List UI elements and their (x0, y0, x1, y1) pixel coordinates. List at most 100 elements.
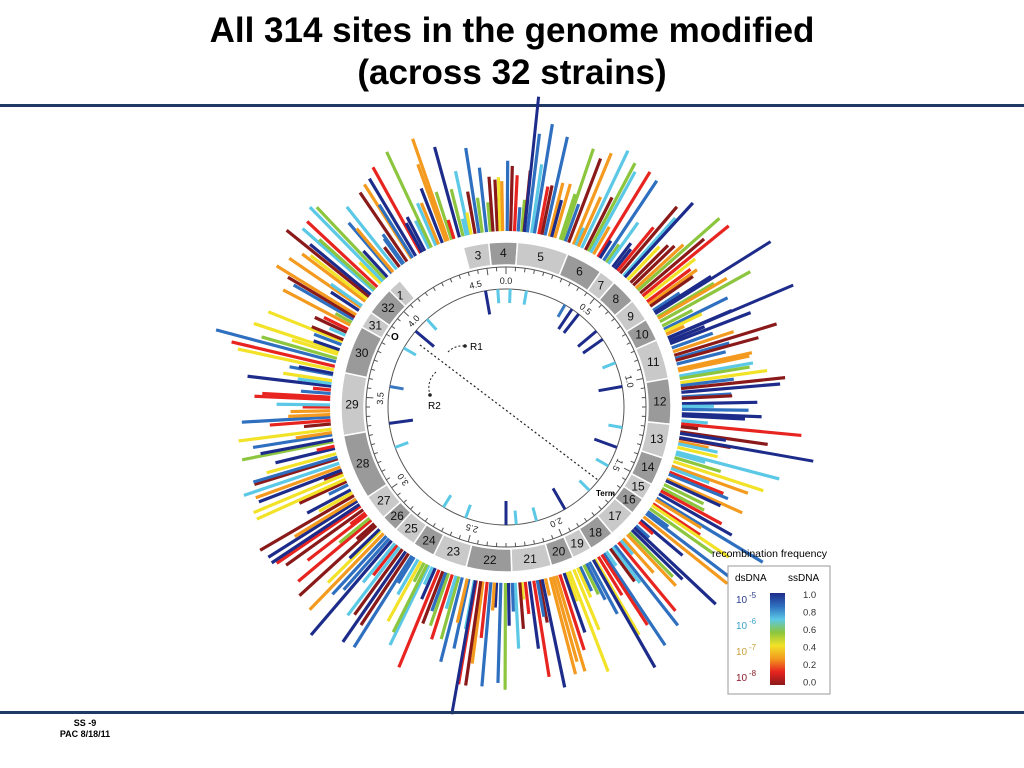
scale-tick (417, 298, 421, 302)
recombination-bar (547, 182, 565, 238)
recombination-bar (331, 534, 389, 596)
scale-tick (467, 272, 470, 277)
legend-ssdna-label: 0.0 (803, 678, 816, 689)
inner-site-bar (414, 330, 435, 348)
scale-tick (559, 278, 563, 283)
recombination-bar (520, 581, 526, 600)
inner-site-bar (557, 308, 574, 330)
scale-tick (551, 274, 554, 280)
inner-site-bar (531, 507, 538, 522)
recombination-bar (449, 188, 465, 238)
recombination-bar (275, 504, 363, 565)
recombination-bar (634, 243, 685, 291)
inner-site-bar (551, 487, 567, 510)
recombination-bar (516, 207, 522, 233)
segment-label: 27 (377, 494, 391, 508)
scale-tick (373, 359, 379, 362)
recombination-bar (552, 183, 572, 240)
recombination-bar (464, 579, 483, 686)
segment-label: 23 (447, 545, 461, 559)
scale-tick (639, 434, 644, 436)
r1-arrow-head (463, 344, 467, 348)
recombination-bar (645, 509, 670, 528)
recombination-bar (355, 227, 395, 274)
recombination-bar (543, 136, 569, 237)
recombination-bar (680, 419, 708, 425)
legend-ssdna-label: 1.0 (803, 590, 816, 601)
recombination-bar (309, 538, 394, 637)
scale-tick (616, 485, 621, 489)
segment-label: 15 (631, 479, 645, 493)
recombination-bar (466, 191, 477, 235)
recombination-bar (584, 561, 607, 601)
recombination-bar (396, 555, 417, 585)
recombination-bar (636, 217, 721, 293)
genome-scale: 0.00.51.01.52.02.53.03.54.04.5 (366, 267, 646, 547)
recombination-bar (670, 464, 749, 495)
recombination-bar (616, 540, 677, 612)
segment-label: 14 (641, 460, 655, 474)
recombination-bar (596, 555, 624, 597)
recombination-bar (672, 322, 778, 358)
recombination-bars (215, 96, 814, 715)
segment-label: 16 (622, 493, 636, 507)
recombination-bar (311, 325, 345, 342)
inner-site-bar (582, 338, 604, 355)
scale-tick (636, 368, 641, 371)
segment-label: 24 (422, 533, 436, 547)
recombination-bar (628, 244, 670, 285)
recombination-bar (651, 501, 701, 537)
recombination-bar (267, 310, 345, 344)
recombination-bar (439, 575, 461, 640)
scale-tick (591, 512, 595, 516)
recombination-bar (508, 165, 514, 233)
recombination-bar (588, 170, 637, 255)
recombination-bar (675, 445, 718, 459)
scale-tick (576, 522, 580, 527)
recombination-bar (666, 283, 794, 341)
inner-site-bar (562, 313, 580, 334)
legend-col-ssdna: ssDNA (788, 573, 819, 584)
recombination-bar (386, 559, 423, 623)
recombination-bar (675, 350, 727, 366)
recombination-bar (615, 226, 655, 273)
recombination-bar (610, 545, 642, 584)
recombination-bar (312, 386, 332, 392)
recombination-bar (465, 212, 473, 236)
inner-site-bar (403, 346, 417, 357)
recombination-bar (377, 203, 415, 260)
recombination-bar (601, 179, 659, 263)
scale-tick (391, 483, 398, 489)
segment-label: 20 (552, 545, 566, 559)
recombination-bar (308, 206, 385, 284)
recombination-bar (667, 472, 729, 501)
recombination-bar (452, 577, 471, 649)
recombination-bar (347, 221, 394, 275)
recombination-bar (295, 430, 334, 440)
scale-tick (377, 350, 382, 354)
scale-tick (391, 325, 396, 329)
recombination-bar (470, 580, 485, 664)
recombination-bar (450, 579, 478, 715)
recombination-bar (479, 580, 489, 639)
recombination-bar (677, 361, 754, 378)
recombination-bar (269, 418, 332, 427)
recombination-bar (632, 525, 717, 606)
scale-tick (424, 292, 428, 297)
recombination-bar (548, 575, 578, 675)
recombination-bar (560, 148, 595, 242)
recombination-bar (564, 570, 579, 602)
recombination-bar (659, 488, 723, 526)
footer: SS -9 PAC 8/18/11 (40, 718, 130, 740)
recombination-bar (287, 275, 357, 319)
recombination-bar (543, 577, 552, 596)
recombination-bar (638, 518, 684, 557)
recombination-bar (391, 562, 430, 633)
recombination-bar (571, 152, 613, 246)
recombination-bar (477, 167, 489, 234)
inner-site-bar (577, 330, 598, 348)
recombination-bar (460, 218, 469, 237)
recombination-bar (638, 237, 706, 296)
scale-tick (611, 318, 615, 322)
recombination-bar (348, 527, 382, 560)
